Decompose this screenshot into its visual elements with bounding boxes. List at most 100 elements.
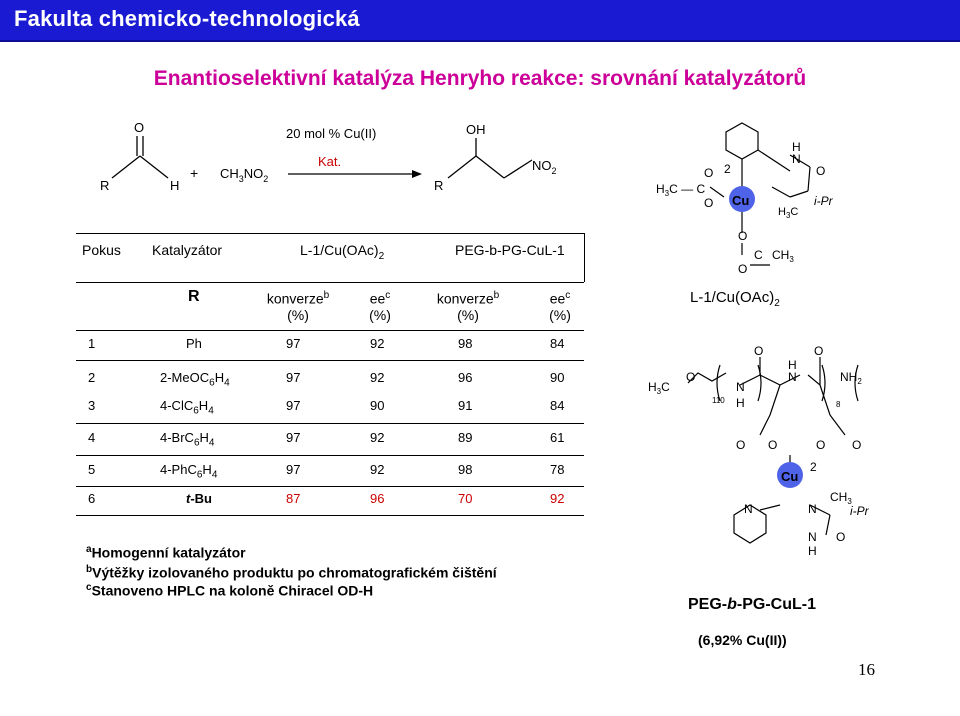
row-number: 6 [88,491,96,506]
column-header-r: R [188,288,200,305]
group-header-peg: PEG-b-PG-CuL-1 [455,242,565,258]
svg-text:N: N [788,370,797,384]
svg-text:N: N [808,502,817,516]
svg-text:2: 2 [724,162,731,176]
svg-text:H: H [792,140,801,154]
reaction-scheme: O R H + CH3NO2 20 mol % Cu(II) Kat. OH R… [100,120,557,193]
svg-text:N: N [808,530,817,544]
row-conv-2: 96 [458,370,473,385]
svg-text:i-Pr: i-Pr [850,504,870,518]
page-number: 16 [858,660,875,679]
group-header-l1: L-1/Cu(OAc)2 [300,242,385,262]
row-r: 2-MeOC6H4 [160,370,230,389]
row-r: t-Bu [186,491,213,506]
row-conv-2: 91 [458,398,473,413]
svg-text:O: O [816,438,825,452]
row-conv-2: 89 [458,430,473,445]
svg-text:O: O [814,345,823,358]
row-conv-2: 98 [458,462,473,477]
row-ee-1: 92 [370,462,385,477]
row-r: 4-PhC6H4 [160,462,218,481]
row-ee-2: 78 [550,462,565,477]
aldehyde-r: R [100,178,109,193]
svg-text:O: O [738,229,747,243]
row-conv-1: 97 [286,336,301,351]
row-number: 1 [88,336,96,351]
slide-title: Enantioselektivní katalýza Henryho reakc… [153,67,807,90]
svg-text:O: O [768,438,777,452]
copper-center [729,186,755,212]
column-header-ee-1: eec (%) [369,290,391,323]
nitromethane: CH3NO2 [220,166,268,184]
row-conv-1: 97 [286,430,301,445]
row-number: 3 [88,398,96,413]
row-ee-2: 84 [550,336,565,351]
row-ee-1: 96 [370,491,385,506]
svg-text:O: O [736,438,745,452]
svg-text:O: O [754,345,763,358]
row-conv-1: 97 [286,370,301,385]
svg-text:N: N [744,502,753,516]
footnote-a: aHomogenní katalyzátor [86,544,246,561]
catalyst-1-structure: Cu 2 H N O H3C i-Pr H3C — C O O O O C CH… [656,122,834,276]
plus-sign: + [190,165,198,181]
table-top-rule [76,233,584,234]
aldehyde-structure [111,136,169,179]
row-rule [76,360,584,361]
svg-text:O: O [852,438,861,452]
svg-text:CH3: CH3 [772,248,794,264]
row-rule [76,486,584,487]
svg-text:H3C: H3C [648,380,670,396]
row-ee-2: 92 [550,491,565,506]
table-header-rule [76,282,584,283]
svg-text:NH2: NH2 [840,370,862,386]
svg-text:8: 8 [836,400,841,409]
svg-text:2: 2 [810,460,817,474]
condition-bottom: Kat. [318,154,341,169]
svg-text:O: O [704,196,713,210]
column-header-konverze-1: konverzeb (%) [266,290,330,323]
catalyst-2-structure: Cu 2 H3C O 110 N H O H N O NH2 8 O O O O… [648,345,870,558]
row-rule [76,330,584,331]
svg-text:Cu: Cu [732,193,749,208]
column-header-konverze-2: konverzeb (%) [436,290,500,323]
svg-text:110: 110 [712,396,725,405]
catalyst-1-label: L-1/Cu(OAc)2 [690,289,780,309]
column-header-ee-2: eec (%) [549,290,571,323]
row-number: 4 [88,430,96,445]
row-number: 5 [88,462,96,477]
table-bottom-rule [76,515,584,516]
row-number: 2 [88,370,96,385]
product-no2: NO2 [532,158,557,176]
row-conv-1: 97 [286,398,301,413]
svg-text:i-Pr: i-Pr [814,194,834,208]
svg-text:N: N [736,380,745,394]
svg-text:C: C [754,248,763,262]
row-conv-1: 87 [286,491,301,506]
row-ee-1: 92 [370,370,385,385]
row-ee-1: 92 [370,336,385,351]
footnote-b: bVýtěžky izolovaného produktu po chromat… [86,564,497,581]
catalyst-2-loading: (6,92% Cu(II)) [698,632,787,648]
row-r: 4-BrC6H4 [160,430,215,449]
header-bar: Fakulta chemicko-technologická [0,0,960,42]
row-rule [76,455,584,456]
arrowhead [412,170,422,178]
aldehyde-o: O [134,120,144,135]
copper-center-2 [777,462,803,488]
svg-text:O: O [738,262,747,276]
catalyst-2-label: PEG-b-PG-CuL-1 [688,596,817,613]
product-oh: OH [466,122,486,137]
svg-text:O: O [836,530,845,544]
svg-text:O: O [686,370,695,384]
svg-text:CH3: CH3 [830,490,852,506]
svg-text:O: O [704,166,713,180]
row-r: 4-ClC6H4 [160,398,214,417]
svg-text:H: H [736,396,745,410]
svg-text:Cu: Cu [781,469,798,484]
svg-text:O: O [816,164,825,178]
group-header-pokus: Pokus [82,242,121,258]
header-divider [584,233,585,282]
row-ee-1: 90 [370,398,385,413]
aldehyde-h: H [170,178,179,193]
